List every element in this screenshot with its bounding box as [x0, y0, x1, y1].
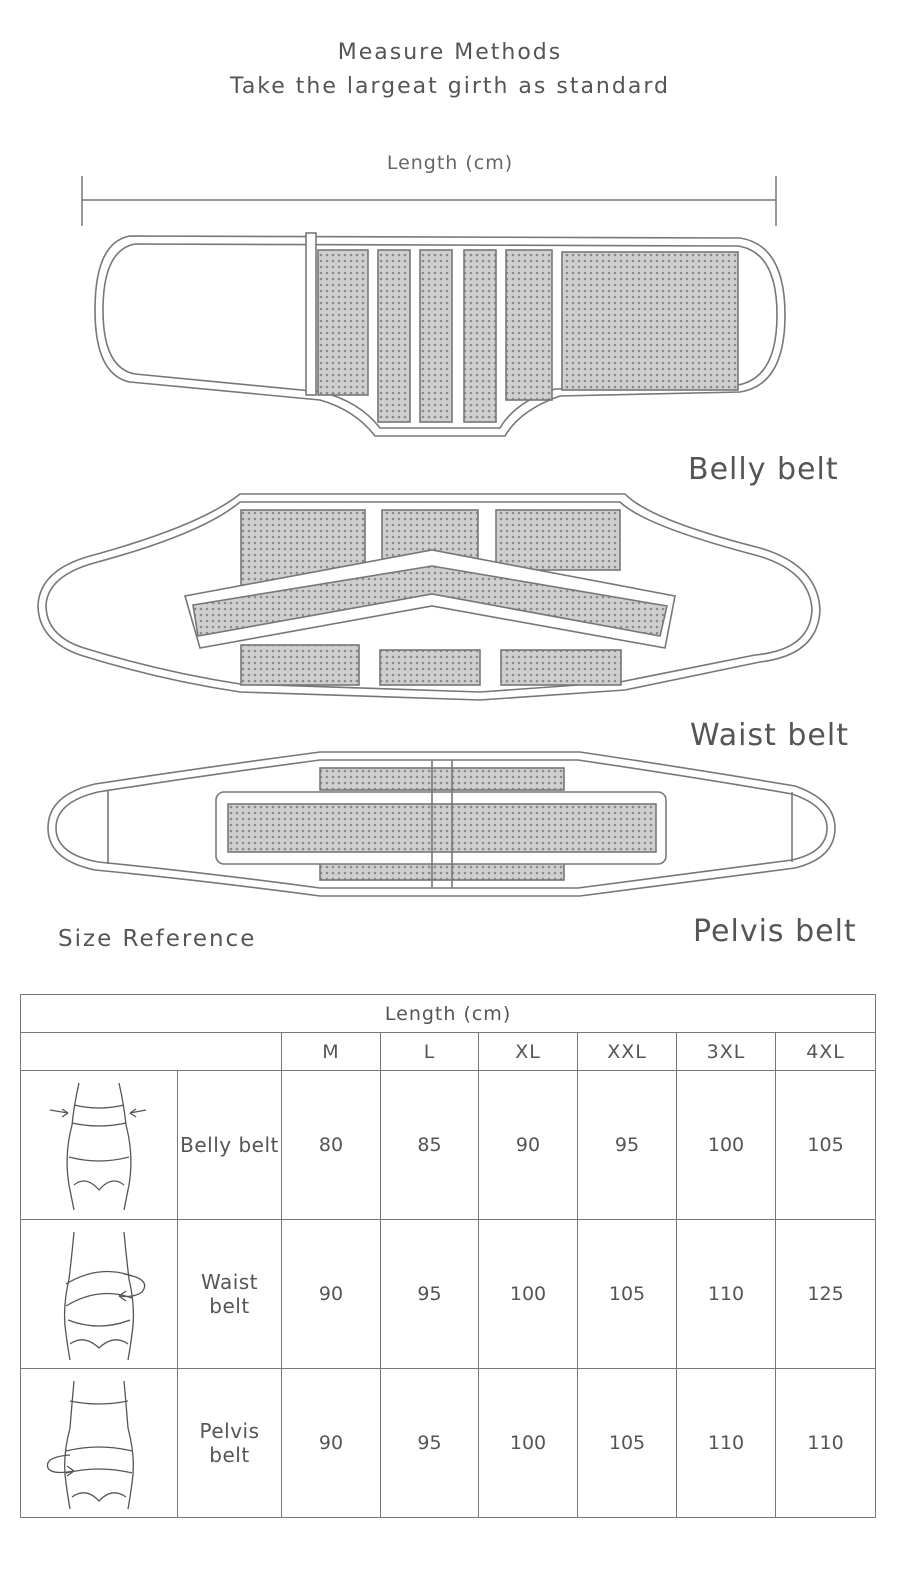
page-subtitle: Take the largeat girth as standard — [230, 74, 670, 99]
table-header-row: M L XL XXL 3XL 4XL — [20, 1032, 877, 1071]
table-row: Waist belt 90 95 100 105 110 125 — [20, 1219, 877, 1369]
table-cell: 90 — [478, 1070, 578, 1220]
table-row: Belly belt 80 85 90 95 100 105 — [20, 1070, 877, 1220]
table-cell: 125 — [774, 1219, 877, 1369]
belly-wearing-icon — [49, 1082, 147, 1211]
length-label: Length (cm) — [386, 152, 514, 174]
size-table: Length (cm) M L XL XXL 3XL 4XL — [19, 994, 877, 1518]
table-cell: 105 — [774, 1070, 877, 1220]
size-header: 3XL — [676, 1032, 776, 1071]
belly-belt-drawing — [94, 232, 786, 437]
table-cell: 100 — [478, 1368, 578, 1518]
table-cell: 90 — [281, 1219, 381, 1369]
pelvis-wearing-icon — [46, 1380, 134, 1510]
belt-illustrations — [37, 176, 836, 897]
belly-belt-label: Belly belt — [688, 452, 839, 487]
waist-belt-label: Waist belt — [690, 718, 849, 753]
size-header: L — [380, 1032, 479, 1071]
table-header-blank — [20, 1032, 282, 1071]
table-cell: 105 — [577, 1219, 677, 1369]
table-cell: 110 — [676, 1368, 776, 1518]
table-cell: 100 — [676, 1070, 776, 1220]
row-name: Waist belt — [177, 1219, 282, 1369]
table-cell: 100 — [478, 1219, 578, 1369]
size-header: 4XL — [774, 1032, 877, 1071]
table-cell: 110 — [676, 1219, 776, 1369]
size-header: M — [281, 1032, 381, 1071]
table-caption: Length (cm) — [19, 994, 877, 1033]
pelvis-belt-label: Pelvis belt — [693, 914, 857, 949]
size-reference-heading: Size Reference — [58, 926, 257, 952]
table-cell: 80 — [281, 1070, 381, 1220]
row-name: Belly belt — [177, 1070, 282, 1220]
table-cell: 90 — [281, 1368, 381, 1518]
table-row: Pelvis belt 90 95 100 105 110 110 — [20, 1368, 877, 1518]
length-measure-line — [81, 176, 777, 226]
pelvis-belt-figure — [20, 1368, 178, 1518]
row-name: Pelvis belt — [177, 1368, 282, 1518]
waist-belt-figure — [20, 1219, 178, 1369]
pelvis-belt-drawing — [47, 751, 836, 897]
belly-belt-figure — [20, 1070, 178, 1220]
size-header: XL — [478, 1032, 578, 1071]
table-cell: 105 — [577, 1368, 677, 1518]
size-header: XXL — [577, 1032, 677, 1071]
table-cell: 95 — [380, 1368, 479, 1518]
table-cell: 95 — [577, 1070, 677, 1220]
page-title: Measure Methods — [337, 40, 563, 65]
table-cell: 85 — [380, 1070, 479, 1220]
waist-wearing-icon — [63, 1231, 146, 1361]
table-cell: 95 — [380, 1219, 479, 1369]
waist-belt-drawing — [37, 493, 821, 701]
table-cell: 110 — [774, 1368, 877, 1518]
